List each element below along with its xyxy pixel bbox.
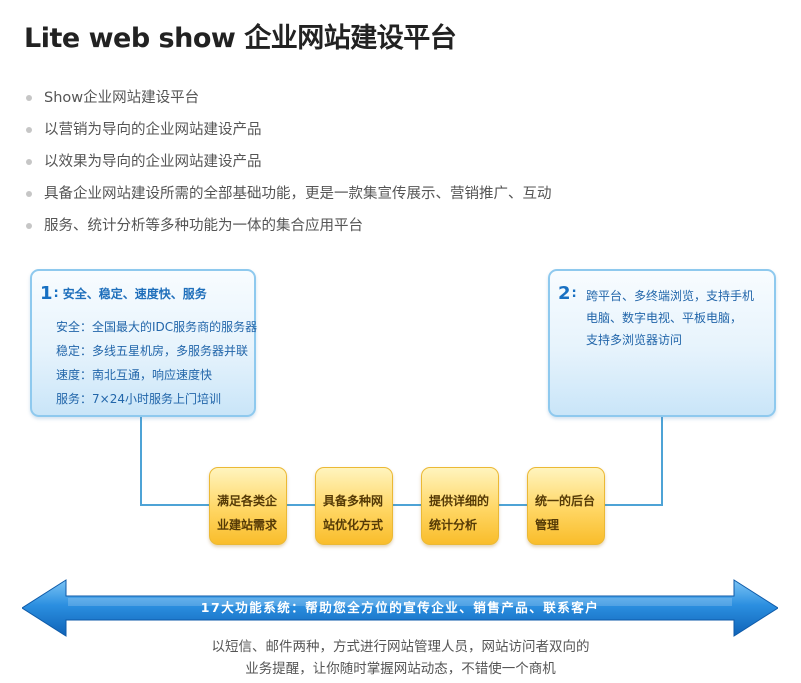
feature-tile-2: 具备多种网 站优化方式: [315, 467, 393, 545]
dot-bullet-icon: [26, 127, 32, 133]
info-box-2-lines: 跨平台、多终端浏览，支持手机 电脑、数字电视、平板电脑， 支持多浏览器访问: [586, 285, 766, 351]
info-box-1-line: 速度：南北互通，响应速度快: [56, 368, 213, 382]
info-box-2-header: 2 :: [558, 285, 581, 303]
dot-bullet-icon: [26, 159, 32, 165]
info-box-2-line: 跨平台、多终端浏览，支持手机: [586, 289, 755, 303]
feature-tile-line: 业建站需求: [217, 518, 278, 532]
feature-tile-1: 满足各类企 业建站需求: [209, 467, 287, 545]
intro-list: Show企业网站建设平台 以营销为导向的企业网站建设产品 以效果为导向的企业网站…: [26, 82, 552, 242]
footer-text: 以短信、邮件两种，方式进行网站管理人员，网站访问者双向的 业务提醒，让你随时掌握…: [0, 636, 801, 680]
intro-item-text: 服务、统计分析等多种功能为一体的集合应用平台: [44, 218, 363, 234]
info-box-2-colon: :: [571, 286, 577, 301]
info-box-1-lines: 安全：全国最大的IDC服务商的服务器 稳定：多线五星机房，多服务器并联 速度：南…: [56, 315, 257, 411]
info-box-1-line: 安全：全国最大的IDC服务商的服务器: [56, 320, 258, 334]
feature-tile-line: 管理: [535, 518, 560, 532]
banner-text: 17大功能系统：帮助您全方位的宣传企业、销售产品、联系客户: [200, 600, 600, 615]
dot-bullet-icon: [26, 95, 32, 101]
feature-tile-line: 统计分析: [429, 518, 478, 532]
intro-item: 具备企业网站建设所需的全部基础功能，更是一款集宣传展示、营销推广、互动: [26, 178, 552, 210]
footer-line: 业务提醒，让你随时掌握网站动态，不错使一个商机: [245, 661, 556, 677]
feature-tile-line: 满足各类企: [217, 494, 278, 508]
feature-tile-line: 提供详细的: [429, 494, 490, 508]
info-box-1-heading: 安全、稳定、速度快、服务: [62, 287, 207, 301]
intro-item-text: 以营销为导向的企业网站建设产品: [44, 122, 262, 138]
info-box-1-line: 服务：7×24小时服务上门培训: [56, 392, 221, 406]
connector-right-vertical: [661, 417, 663, 506]
dot-bullet-icon: [26, 223, 32, 229]
info-box-1-header: 1 : 安全、稳定、速度快、服务: [40, 285, 207, 303]
info-box-1-colon: :: [53, 286, 59, 301]
intro-item: 服务、统计分析等多种功能为一体的集合应用平台: [26, 210, 552, 242]
footer-line: 以短信、邮件两种，方式进行网站管理人员，网站访问者双向的: [211, 639, 590, 655]
feature-tile-4: 统一的后台 管理: [527, 467, 605, 545]
feature-tile-line: 具备多种网: [323, 494, 384, 508]
intro-item-text: 以效果为导向的企业网站建设产品: [44, 154, 262, 170]
info-box-1: 1 : 安全、稳定、速度快、服务 安全：全国最大的IDC服务商的服务器 稳定：多…: [30, 269, 257, 417]
info-box-2-number: 2: [558, 283, 571, 304]
double-arrow-icon: [22, 579, 778, 637]
feature-tile-line: 站优化方式: [323, 518, 384, 532]
connector-horizontal: [140, 504, 663, 506]
dot-bullet-icon: [26, 191, 32, 197]
page-title: Lite web show 企业网站建设平台: [24, 23, 457, 54]
info-box-2-line: 支持多浏览器访问: [586, 333, 683, 347]
connector-left-vertical: [140, 417, 142, 506]
info-box-2: 2 : 跨平台、多终端浏览，支持手机 电脑、数字电视、平板电脑， 支持多浏览器访…: [548, 269, 776, 417]
feature-tile-3: 提供详细的 统计分析: [421, 467, 499, 545]
info-box-2-line: 电脑、数字电视、平板电脑，: [586, 311, 743, 325]
intro-item-text: Show企业网站建设平台: [44, 90, 200, 106]
intro-item: Show企业网站建设平台: [26, 82, 552, 114]
intro-item: 以效果为导向的企业网站建设产品: [26, 146, 552, 178]
intro-item-text: 具备企业网站建设所需的全部基础功能，更是一款集宣传展示、营销推广、互动: [44, 186, 552, 202]
info-box-1-line: 稳定：多线五星机房，多服务器并联: [56, 344, 249, 358]
info-box-1-number: 1: [40, 283, 53, 304]
intro-item: 以营销为导向的企业网站建设产品: [26, 114, 552, 146]
feature-tile-line: 统一的后台: [535, 494, 596, 508]
